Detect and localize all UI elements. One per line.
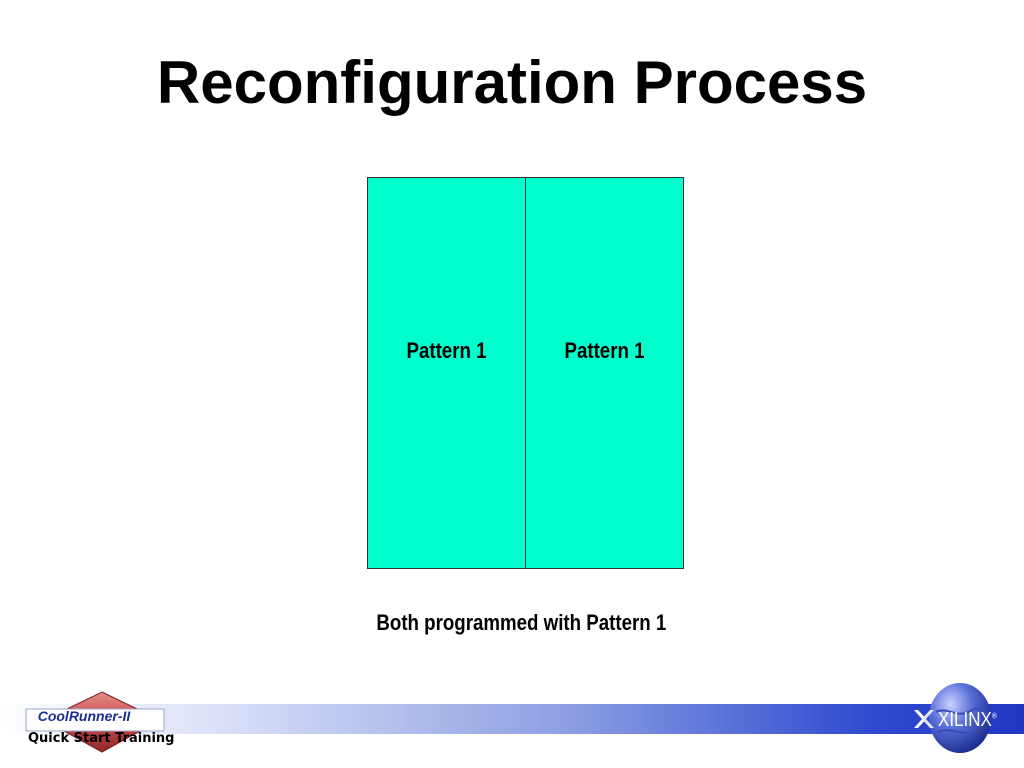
globe-icon <box>928 682 992 754</box>
left-region-label: Pattern 1 <box>406 338 487 363</box>
footer-bar <box>0 704 1024 734</box>
diagram-caption: Both programmed with Pattern 1 <box>376 610 667 635</box>
training-label: Quick Start Training <box>28 731 175 746</box>
coolrunner-diamond-logo-icon <box>22 690 182 754</box>
registered-mark: ® <box>991 711 997 721</box>
brand-name-text: XILINX <box>938 709 992 731</box>
right-region: Pattern 1 <box>525 178 683 568</box>
right-region-label: Pattern 1 <box>564 338 645 363</box>
left-region: Pattern 1 <box>368 178 525 568</box>
product-logo-text: CoolRunner-II <box>37 708 131 724</box>
xilinx-x-icon <box>914 710 934 728</box>
device-diagram: Pattern 1 Pattern 1 <box>367 177 684 569</box>
brand-name: XILINX® <box>938 709 997 732</box>
slide-title: Reconfiguration Process <box>156 49 868 116</box>
